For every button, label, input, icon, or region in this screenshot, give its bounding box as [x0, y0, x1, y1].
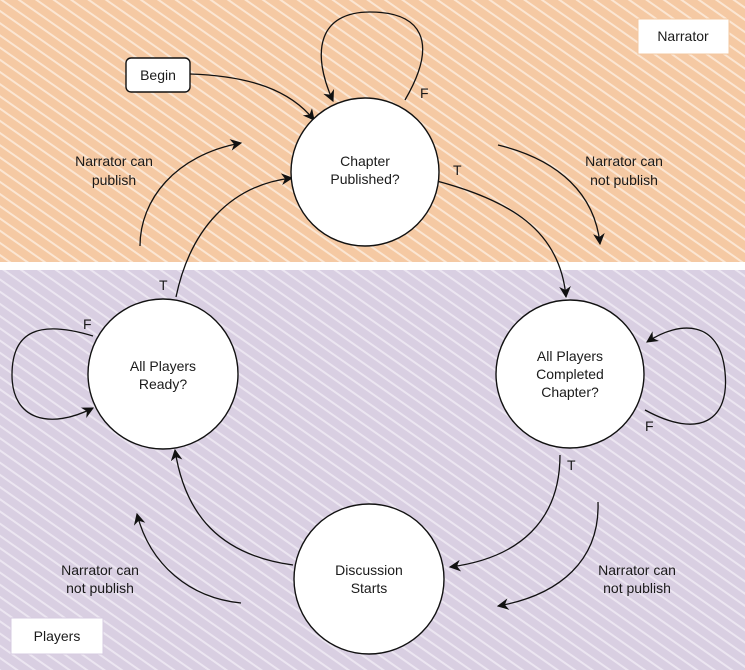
svg-text:Narrator: Narrator [657, 28, 709, 44]
svg-text:Begin: Begin [140, 67, 176, 83]
annotation-bottom-right: Narrator can not publish [598, 562, 676, 596]
annotation-arrow-top-right [497, 144, 605, 246]
svg-text:Ready?: Ready? [139, 376, 187, 392]
annotation-arrow-bottom-right [496, 501, 599, 610]
svg-text:not publish: not publish [603, 580, 671, 596]
edge-completed-self-loop [644, 327, 727, 425]
edges [11, 11, 727, 610]
svg-text:Published?: Published? [330, 171, 399, 187]
players-lane-label: Players [10, 617, 104, 655]
svg-text:Discussion: Discussion [335, 562, 403, 578]
svg-text:Narrator can: Narrator can [75, 153, 153, 169]
chapter-true-label: T [453, 162, 462, 178]
svg-text:Players: Players [34, 628, 81, 644]
annotation-arrow-bottom-left [133, 512, 242, 604]
svg-text:not publish: not publish [66, 580, 134, 596]
svg-text:Chapter?: Chapter? [541, 384, 599, 400]
svg-text:publish: publish [92, 172, 136, 188]
edge-discussion-to-ready [170, 448, 294, 566]
completed-true-label: T [567, 457, 576, 473]
svg-text:Narrator can: Narrator can [598, 562, 676, 578]
all-players-completed-node: All Players Completed Chapter? [495, 299, 645, 449]
ready-true-label: T [159, 277, 168, 293]
svg-text:Narrator can: Narrator can [61, 562, 139, 578]
edge-chapter-self-loop [320, 11, 424, 103]
edge-chapter-to-completed [432, 179, 571, 299]
svg-text:Starts: Starts [351, 580, 388, 596]
edge-completed-to-discussion [448, 454, 561, 572]
chapter-published-node: Chapter Published? [290, 97, 440, 247]
chapter-false-label: F [420, 85, 429, 101]
edge-ready-self-loop [11, 328, 95, 420]
svg-text:Completed: Completed [536, 366, 604, 382]
discussion-starts-node: Discussion Starts [293, 503, 445, 655]
svg-text:Chapter: Chapter [340, 153, 390, 169]
svg-text:All Players: All Players [130, 358, 196, 374]
all-players-ready-node: All Players Ready? [87, 298, 239, 450]
svg-text:Narrator can: Narrator can [585, 153, 663, 169]
svg-text:not publish: not publish [590, 172, 658, 188]
narrator-lane-label: Narrator [637, 18, 730, 55]
annotation-top-right: Narrator can not publish [585, 153, 663, 188]
edge-begin-to-chapter [189, 73, 315, 121]
edge-ready-to-chapter [175, 173, 294, 298]
ready-false-label: F [83, 316, 92, 332]
annotation-bottom-left: Narrator can not publish [61, 562, 139, 596]
annotation-top-left: Narrator can publish [75, 153, 153, 188]
svg-text:All Players: All Players [537, 348, 603, 364]
annotation-arrow-top-left [139, 139, 243, 247]
begin-node: Begin [125, 57, 191, 93]
completed-false-label: F [645, 418, 654, 434]
